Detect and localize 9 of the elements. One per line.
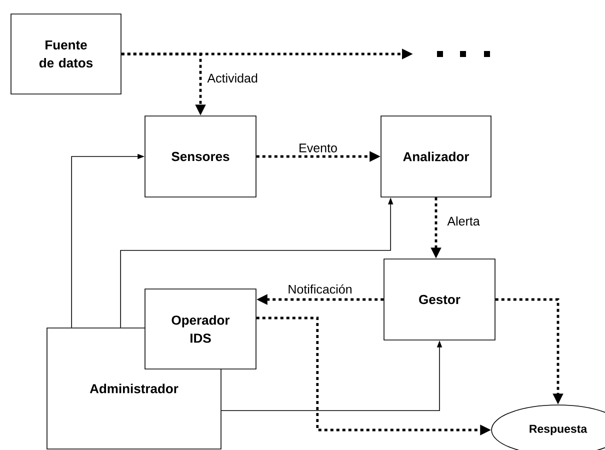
process-box: Sensores xyxy=(144,116,256,198)
edge-label: Notificación xyxy=(286,283,354,295)
process-box: Fuente de datos xyxy=(10,14,122,94)
process-box: Gestor xyxy=(384,258,496,340)
process-box: Analizador xyxy=(380,116,492,198)
edge-label: Actividad xyxy=(206,72,259,84)
edge-label: Evento xyxy=(298,142,338,154)
edge-label: Alerta xyxy=(446,215,481,227)
process-box: Operador IDS xyxy=(144,288,256,370)
